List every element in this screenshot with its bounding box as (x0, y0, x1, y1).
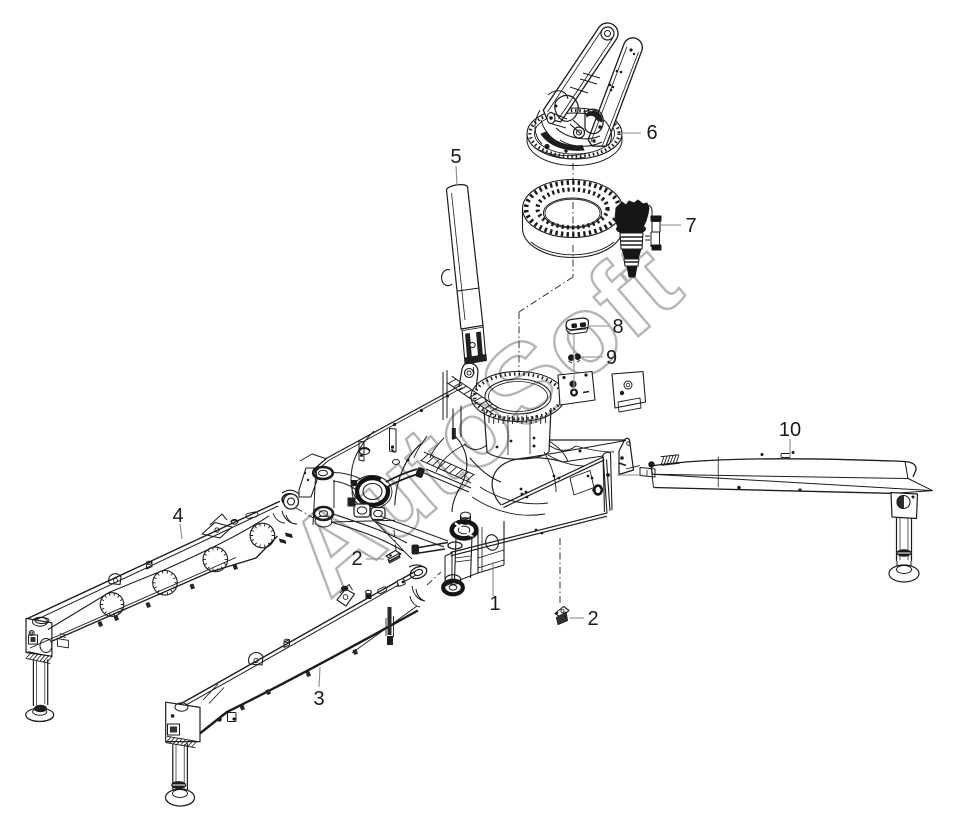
svg-text:2: 2 (351, 548, 362, 570)
svg-text:2: 2 (587, 608, 598, 630)
svg-text:6: 6 (646, 122, 657, 144)
svg-text:9: 9 (606, 347, 617, 369)
svg-text:4: 4 (172, 505, 183, 527)
svg-text:10: 10 (779, 419, 801, 441)
svg-text:5: 5 (450, 146, 461, 168)
svg-text:7: 7 (685, 215, 696, 237)
svg-text:3: 3 (313, 688, 324, 710)
svg-text:1: 1 (489, 593, 500, 615)
svg-text:8: 8 (612, 316, 623, 338)
